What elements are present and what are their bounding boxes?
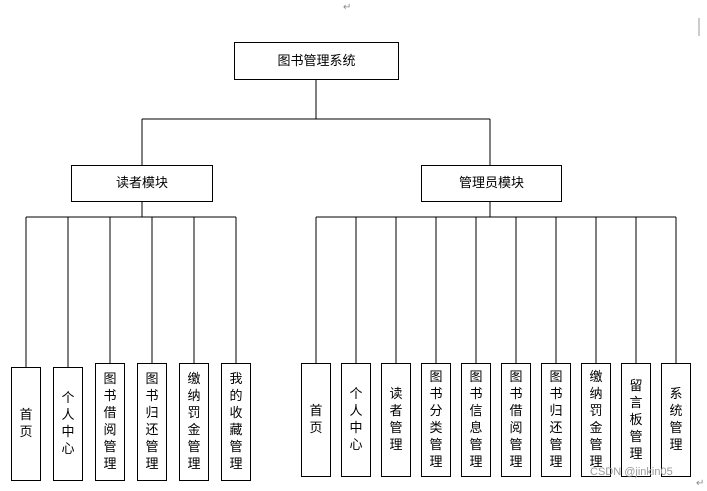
reader-leaf-1: 首页: [11, 367, 41, 481]
return-mark-bottom: ↵: [696, 478, 705, 489]
reader-leaf-4: 图书归还管理: [137, 363, 167, 481]
admin-leaf-3: 读者管理: [381, 363, 411, 477]
reader-leaf-label: 首页: [19, 408, 33, 440]
admin-leaf-label: 系统管理: [669, 387, 683, 453]
reader-leaf-label: 我的收藏管理: [229, 372, 243, 472]
root-label: 图书管理系统: [277, 53, 356, 69]
admin-leaf-label: 读者管理: [389, 387, 403, 453]
reader-leaf-label: 图书归还管理: [145, 372, 159, 472]
reader-leaf-label: 缴纳罚金管理: [187, 372, 201, 472]
return-mark-top: ↵: [343, 2, 352, 13]
admin-module-node: 管理员模块: [421, 165, 562, 202]
reader-leaf-6: 我的收藏管理: [221, 363, 251, 481]
admin-leaf-label: 图书信息管理: [469, 370, 483, 470]
admin-leaf-1: 首页: [301, 363, 331, 477]
reader-leaf-5: 缴纳罚金管理: [179, 363, 209, 481]
watermark: CSDN @jinkin05: [590, 466, 673, 478]
reader-leaf-label: 个人中心: [61, 391, 75, 457]
admin-leaf-6: 图书借阅管理: [501, 363, 531, 477]
admin-leaf-10: 系统管理: [661, 363, 691, 477]
admin-leaf-label: 首页: [309, 404, 323, 436]
admin-leaf-4: 图书分类管理: [421, 363, 451, 477]
reader-leaf-label: 图书借阅管理: [103, 372, 117, 472]
reader-module-node: 读者模块: [71, 165, 213, 202]
admin-leaf-label: 图书分类管理: [429, 370, 443, 470]
admin-leaf-8: 缴纳罚金管理: [581, 363, 611, 477]
admin-leaf-label: 图书借阅管理: [509, 370, 523, 470]
admin-module-label: 管理员模块: [458, 176, 524, 191]
reader-leaf-3: 图书借阅管理: [95, 363, 125, 481]
admin-leaf-label: 留言板管理: [629, 378, 643, 462]
admin-leaf-5: 图书信息管理: [461, 363, 491, 477]
admin-leaf-label: 图书归还管理: [549, 370, 563, 470]
admin-leaf-2: 个人中心: [341, 363, 371, 477]
reader-module-label: 读者模块: [115, 176, 168, 191]
reader-leaf-2: 个人中心: [53, 367, 83, 481]
admin-leaf-label: 个人中心: [349, 387, 363, 453]
admin-leaf-label: 缴纳罚金管理: [589, 370, 603, 470]
admin-leaf-7: 图书归还管理: [541, 363, 571, 477]
admin-leaf-9: 留言板管理: [621, 363, 651, 477]
root-node: 图书管理系统: [234, 42, 399, 80]
